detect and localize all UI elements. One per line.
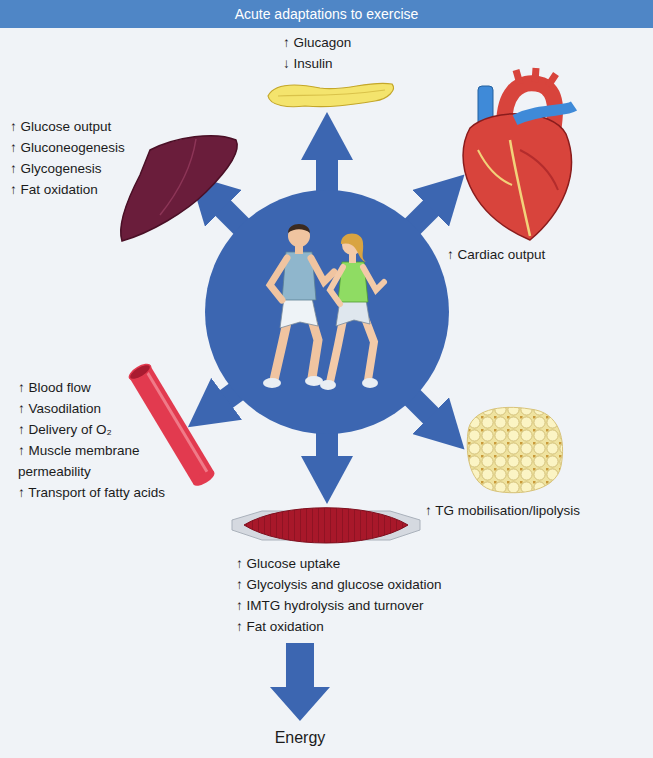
- runner-man: [288, 225, 310, 247]
- runner-woman: [341, 234, 366, 263]
- organ-effect: ↑ Transport of fatty acids: [18, 482, 165, 503]
- pancreas-illustration: [268, 83, 393, 107]
- organ-effect: ↑ Glycolysis and glucose oxidation: [236, 574, 442, 595]
- blood-vessel-illustration: [127, 362, 153, 383]
- organ-effect: ↑ Glycogenesis: [10, 158, 125, 179]
- runner-man: [311, 258, 334, 282]
- heart-illustration: [516, 68, 556, 86]
- organ-effect: ↑ TG mobilisation/lipolysis: [425, 500, 580, 521]
- heart-illustration: [463, 114, 571, 240]
- blood-vessel-illustration: [127, 362, 217, 489]
- heart-illustration: [515, 106, 574, 120]
- runner-woman: [320, 234, 384, 391]
- organ-effect: ↑ Glucagon: [283, 32, 351, 53]
- muscle-illustration: [244, 508, 408, 543]
- energy-label: Energy: [275, 727, 326, 749]
- liver-illustration: [121, 136, 238, 241]
- organ-effect: ↑ Fat oxidation: [10, 179, 125, 200]
- organ-effect: ↑ Fat oxidation: [236, 616, 442, 637]
- organ-effect: ↑ Gluconeogenesis: [10, 137, 125, 158]
- organ-effect: ↑ Muscle membrane permeability: [18, 440, 140, 482]
- pancreas-label: ↑ Glucagon↓ Insulin: [283, 32, 351, 74]
- diagram-title: Acute adaptations to exercise: [0, 0, 653, 28]
- heart-illustration: [520, 150, 558, 190]
- adipose-label: ↑ TG mobilisation/lipolysis: [425, 500, 580, 521]
- liver-illustration: [160, 139, 196, 215]
- blood-vessel-illustration: [191, 468, 217, 489]
- heart-label: ↑ Cardiac output: [447, 244, 545, 265]
- organ-effect: ↓ Insulin: [283, 53, 351, 74]
- center-circle: [205, 190, 449, 434]
- organ-effect: ↑ Vasodilation: [18, 398, 165, 419]
- muscle-label: ↑ Glucose uptake↑ Glycolysis and glucose…: [236, 553, 442, 637]
- organ-effect: ↑ Glucose output: [10, 116, 125, 137]
- blood-vessel-illustration: [147, 372, 207, 471]
- runner-woman: [363, 267, 384, 290]
- runner-woman: [362, 378, 378, 388]
- heart-illustration: [478, 150, 512, 185]
- organ-effect: ↑ IMTG hydrolysis and turnover: [236, 595, 442, 616]
- pancreas-illustration: [278, 90, 385, 96]
- blood-vessel-illustration: [130, 366, 214, 485]
- organ-effect: Energy: [275, 727, 326, 749]
- heart-illustration: [463, 68, 574, 240]
- runner-woman: [320, 380, 336, 390]
- organ-effect: ↑ Glucose uptake: [236, 553, 442, 574]
- pancreas-illustration: [268, 83, 393, 107]
- runner-man: [288, 224, 310, 233]
- organ-effect: ↑ Cardiac output: [447, 244, 545, 265]
- runner-man: [263, 378, 281, 388]
- runner-man: [280, 298, 318, 328]
- liver-illustration: [121, 136, 238, 241]
- liver-label: ↑ Glucose output↑ Gluconeogenesis↑ Glyco…: [10, 116, 125, 200]
- adipose-illustration: [467, 407, 562, 492]
- vessel-label: ↑ Blood flow↑ Vasodilation↑ Delivery of …: [18, 377, 165, 503]
- runner-man: [263, 224, 334, 388]
- runner-woman: [330, 267, 343, 304]
- adipose-illustration: [467, 407, 562, 492]
- energy-arrow: [270, 643, 330, 721]
- runner-man: [270, 258, 287, 300]
- muscle-illustration: [232, 508, 420, 543]
- organ-effect: ↑ Blood flow: [18, 377, 165, 398]
- organ-effect: ↑ Delivery of O₂: [18, 419, 165, 440]
